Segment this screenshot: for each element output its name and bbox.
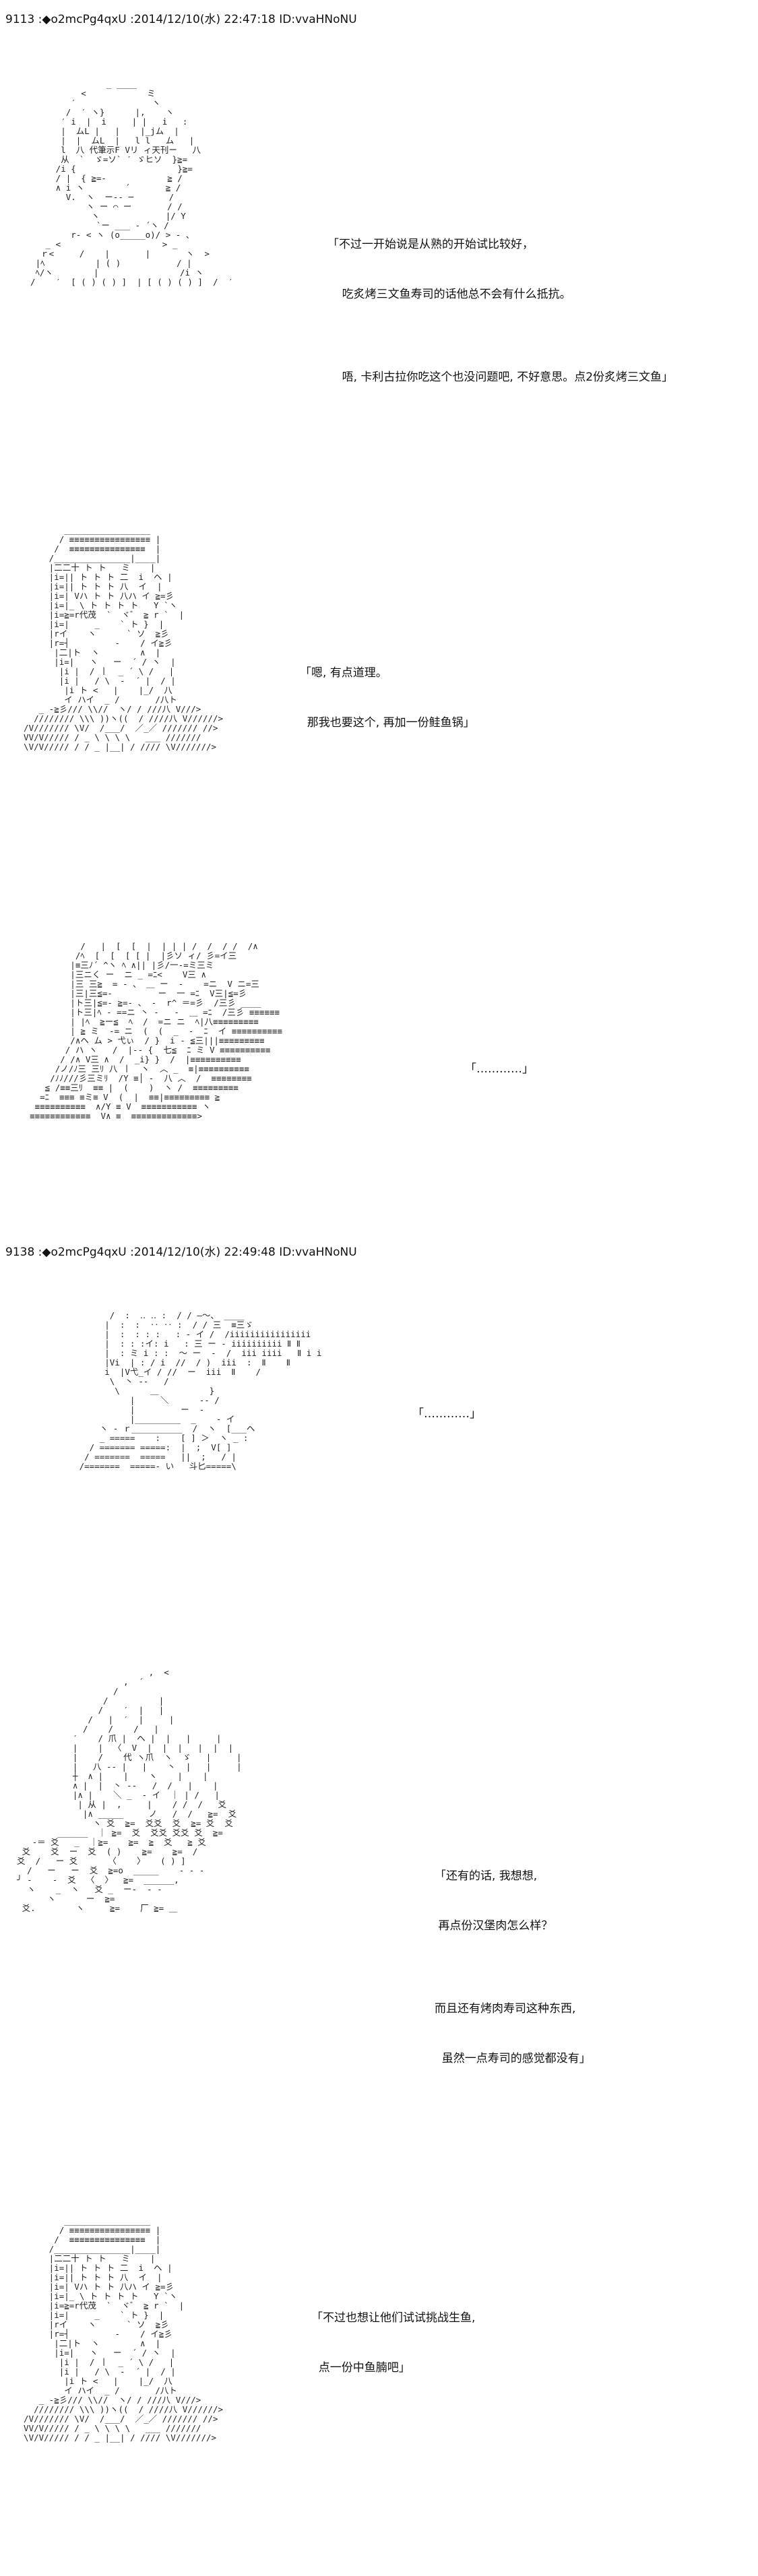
speech-line: 而且还有烤肉寿司这种东西,	[435, 2002, 576, 2016]
speech-line: 「…………」	[465, 1062, 534, 1076]
speech-line: 吃炙烤三文鱼寿司的话他总不会有什么抵抗。	[327, 288, 571, 302]
speech-bubble-6: 「不过也想让他们试试挑战生鱼, 点一份中鱼腩吧」	[311, 2277, 475, 2393]
speech-line: 虽然一点寿司的感觉都没有」	[435, 2052, 591, 2066]
speech-line: 唔, 卡利古拉你吃这个也没问题吧, 不好意思。点2份炙烤三文鱼」	[327, 371, 674, 385]
speech-bubble-4: 「…………」	[412, 1373, 481, 1440]
ascii-art-panel-3: / | [ [ | | | | / / / / /∧ /ﾍ [ [ [ [ | …	[30, 941, 282, 1121]
speech-bubble-5: 「还有的话, 我想想, 再点份汉堡肉怎么样？ 而且还有烤肉寿司这种东西, 虽然一…	[435, 1835, 591, 2084]
speech-bubble-3: 「…………」	[465, 1028, 534, 1095]
speech-line: 点一份中鱼腩吧」	[311, 2361, 410, 2375]
post-header-2: 9138 :◆o2mcPg4qxU :2014/12/10(水) 22:49:4…	[5, 1246, 357, 1259]
speech-line: 再点份汉堡肉怎么样？	[435, 1919, 553, 1933]
speech-line: 「…………」	[412, 1407, 481, 1421]
speech-bubble-2: 「嗯, 有点道理。 那我也要这个, 再加一份鲑鱼锅」	[300, 632, 475, 748]
speech-line: 「不过也想让他们试试挑战生鱼,	[311, 2311, 476, 2325]
ascii-art-panel-4: / : ‥ ‥ : / / ―〜、 ____ | : : ‥ ‥ : / / 三…	[79, 1310, 322, 1471]
speech-line: 「嗯, 有点道理。	[300, 666, 387, 680]
ascii-art-panel-6: _________________ / ≡≡≡≡≡≡≡≡≡≡≡≡≡≡≡≡ | /…	[24, 2216, 223, 2443]
ascii-art-panel-5: , < , ´ / / | / ′ | | / | ′ | | / / / | …	[17, 1667, 242, 1913]
post-header-1: 9113 :◆o2mcPg4qxU :2014/12/10(水) 22:47:1…	[5, 13, 357, 26]
speech-line: 「还有的话, 我想想,	[435, 1869, 538, 1883]
speech-line: 那我也要这个, 再加一份鲑鱼锅」	[300, 716, 475, 730]
speech-line: 「不过一开始说是从熟的开始试比较好，	[327, 238, 534, 252]
speech-bubble-1: 「不过一开始说是从熟的开始试比较好， 吃炙烤三文鱼寿司的话他总不会有什么抵抗。 …	[327, 203, 673, 403]
ascii-art-panel-2: _________________ / ≡≡≡≡≡≡≡≡≡≡≡≡≡≡≡≡ | /…	[24, 525, 223, 752]
ascii-art-panel-1: _ ____ < ミ ′ ヽ / ′ ヽ} |, ヽ ′ i | i | | i…	[30, 79, 234, 287]
